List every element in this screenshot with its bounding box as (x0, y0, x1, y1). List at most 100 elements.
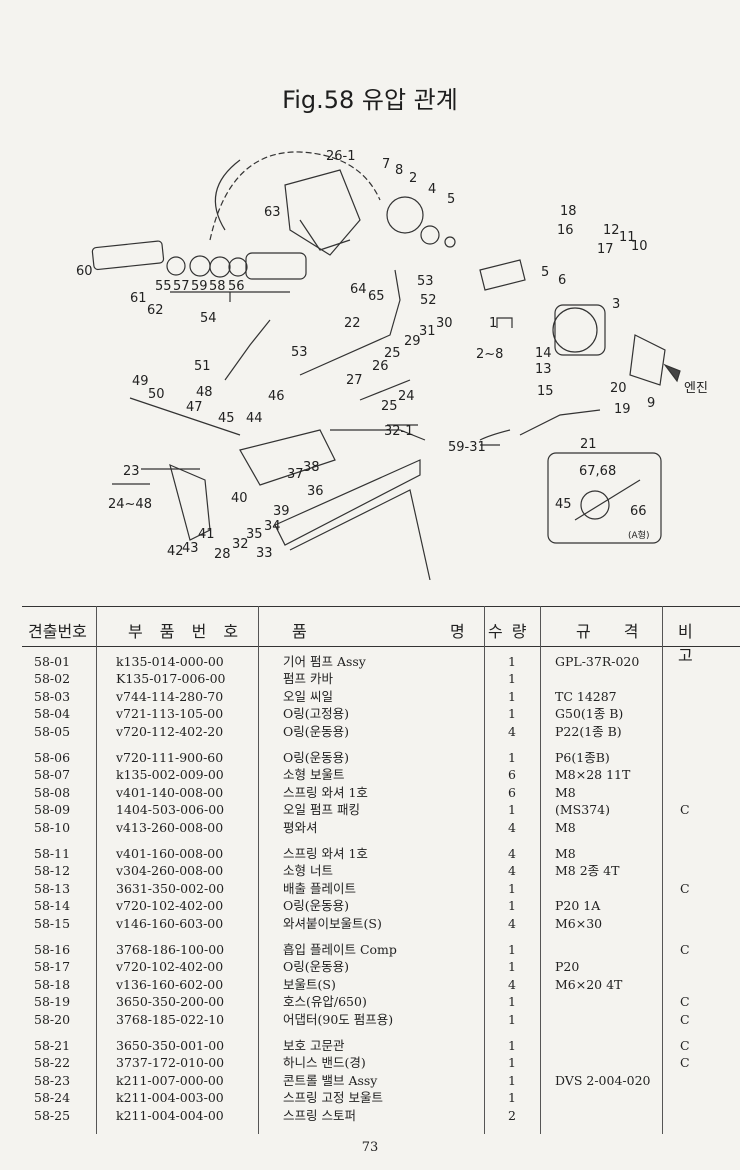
cell-no: 58-08 (34, 784, 71, 800)
cell-name: 호스(유압/650) (283, 994, 367, 1010)
callout-5b: 5 (541, 265, 549, 280)
cell-qty: 6 (508, 784, 516, 800)
cell-part: k135-014-000-00 (116, 654, 224, 669)
cell-spec: P20 (555, 959, 580, 975)
callout-12: 12 (603, 223, 620, 238)
cell-no: 58-18 (34, 976, 71, 992)
callout-22: 22 (344, 316, 361, 331)
cell-name: O링(고정용) (283, 706, 350, 722)
callout-25b: 25 (381, 399, 398, 414)
cell-spec: M6×30 (555, 915, 603, 931)
cell-qty: 1 (508, 959, 516, 975)
callout-51: 51 (194, 359, 211, 374)
callout-41: 41 (198, 527, 215, 542)
page-number: 73 (361, 1140, 379, 1155)
callout-56: 56 (228, 279, 245, 294)
cell-name: O링(운동용) (283, 898, 350, 914)
cell-no: 58-23 (34, 1072, 71, 1088)
cell-name: 콘트롤 밸브 Assy (283, 1072, 378, 1088)
cell-spec: M8×28 11T (555, 767, 631, 783)
cell-qty: 4 (508, 723, 516, 739)
cell-no: 58-15 (34, 915, 71, 931)
cell-qty: 1 (508, 1072, 516, 1088)
cell-qty: 1 (508, 898, 516, 914)
cell-qty: 4 (508, 863, 516, 879)
cell-part: K135-017-006-00 (116, 671, 226, 687)
cell-name: O링(운동용) (283, 959, 350, 975)
callout-55: 55 (155, 279, 172, 294)
cell-no: 58-14 (34, 898, 71, 914)
callout-39: 39 (273, 504, 290, 519)
cell-part: k211-007-000-00 (116, 1072, 224, 1088)
callout-36: 36 (307, 484, 324, 499)
callout-59-31: 59-31 (448, 440, 486, 455)
header-part-no: 부 품 번 호 (128, 622, 245, 641)
cell-part: v136-160-602-00 (116, 976, 224, 992)
callout-61: 61 (130, 291, 147, 306)
cell-part: v721-113-105-00 (116, 706, 224, 722)
cell-no: 58-09 (34, 802, 71, 818)
cell-spec: M6×20 4T (555, 976, 623, 992)
callout-3: 3 (612, 297, 620, 312)
callout-15: 15 (537, 384, 554, 399)
cell-part: v304-260-008-00 (116, 863, 224, 879)
cell-no: 58-05 (34, 723, 71, 739)
table-top-rule (22, 606, 740, 607)
callout-14: 14 (535, 346, 552, 361)
cell-name: 펌프 카바 (283, 671, 333, 687)
callout-62: 62 (147, 303, 164, 318)
cell-spec: P6(1종B) (555, 750, 610, 765)
cell-part: v401-160-008-00 (116, 846, 224, 861)
header-name-left: 품 (292, 622, 313, 641)
callout-11: 11 (619, 230, 636, 245)
cell-part: 3650-350-001-00 (116, 1038, 225, 1053)
cell-qty: 1 (508, 802, 516, 818)
cell-qty: 1 (508, 706, 516, 722)
cell-qty: 1 (508, 671, 516, 687)
cell-spec: M8 (555, 819, 576, 835)
cell-part: k135-002-009-00 (116, 767, 224, 783)
cell-qty: 1 (508, 688, 516, 704)
callout-8: 8 (395, 163, 403, 178)
cell-part: 3737-172-010-00 (116, 1055, 225, 1071)
callout-48: 48 (196, 385, 213, 400)
cell-name: 스프링 와셔 1호 (283, 846, 368, 861)
cell-note: C (680, 802, 690, 818)
cell-qty: 4 (508, 976, 516, 992)
cell-name: 배출 플레이트 (283, 880, 356, 896)
cell-no: 58-21 (34, 1038, 71, 1053)
cell-name: 평와셔 (283, 819, 318, 835)
cell-no: 58-20 (34, 1011, 71, 1027)
cell-part: v720-112-402-20 (116, 723, 224, 739)
callout-19: 19 (614, 402, 631, 417)
callout-26: 26 (372, 359, 389, 374)
cell-spec: P20 1A (555, 898, 601, 914)
cell-no: 58-10 (34, 819, 71, 835)
hydraulic-parts-diagram: 26-1 7 8 2 4 5 63 60 55 57 59 58 56 61 6… (76, 149, 708, 580)
cell-name: 스프링 와셔 1호 (283, 784, 368, 800)
callout-31: 31 (419, 324, 436, 339)
cell-name: 스프링 고정 보울트 (283, 1090, 383, 1106)
cell-part: v413-260-008-00 (116, 819, 224, 835)
cell-no: 58-24 (34, 1090, 71, 1106)
cell-spec: M8 (555, 846, 576, 861)
cell-note: C (680, 1038, 690, 1053)
cell-no: 58-22 (34, 1055, 71, 1071)
callout-60: 60 (76, 264, 93, 279)
cell-qty: 4 (508, 819, 516, 835)
callout-25a: 25 (384, 346, 401, 361)
cell-part: v720-111-900-60 (116, 750, 224, 765)
callout-45b: 45 (555, 497, 572, 512)
callout-17: 17 (597, 242, 614, 257)
callout-44: 44 (246, 411, 263, 426)
cell-qty: 2 (508, 1107, 516, 1123)
cell-no: 58-25 (34, 1107, 71, 1123)
callout-66: 66 (630, 504, 647, 519)
cell-spec: DVS 2-004-020 (555, 1072, 651, 1088)
cell-part: k211-004-003-00 (116, 1090, 224, 1106)
callout-53a: 53 (417, 274, 434, 289)
header-qty: 수 량 (488, 622, 529, 641)
callout-13: 13 (535, 362, 552, 377)
cell-no: 58-19 (34, 994, 71, 1010)
callout-42: 42 (167, 544, 184, 559)
